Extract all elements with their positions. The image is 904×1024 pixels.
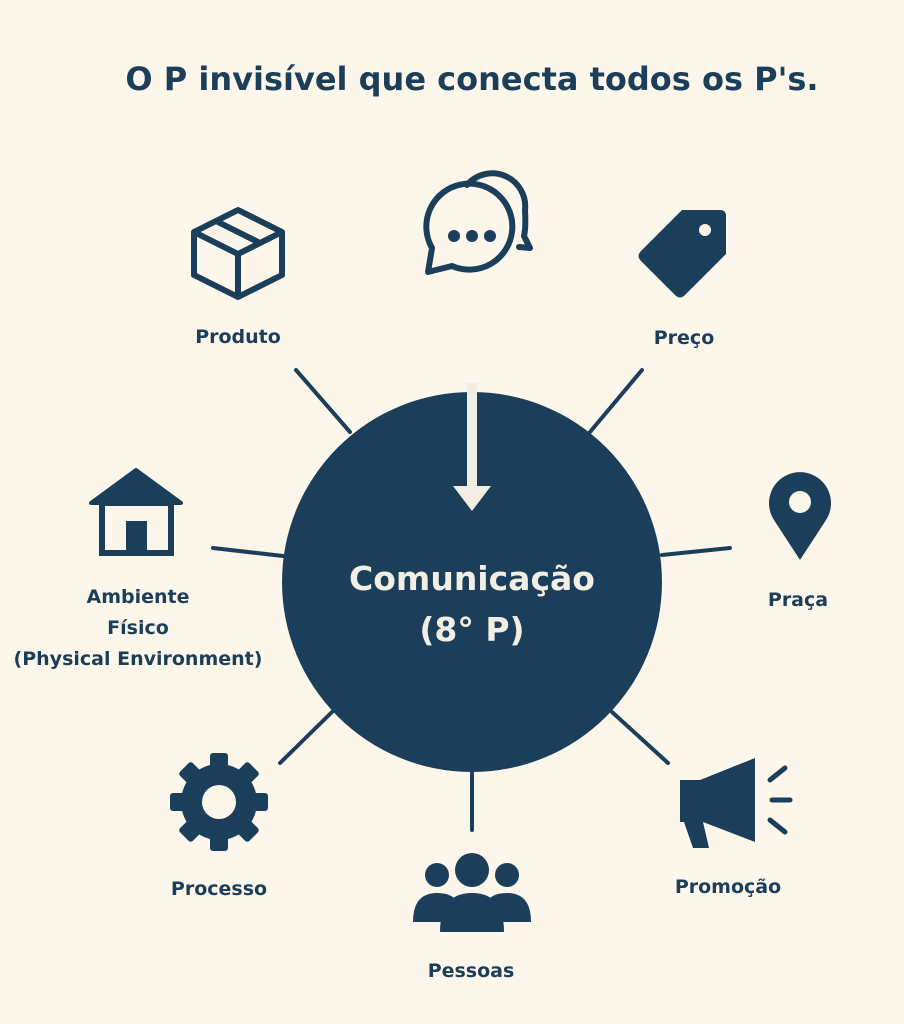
label-ambiente-2: Físico bbox=[107, 617, 169, 639]
diagram-title: O P invisível que conecta todos os P's. bbox=[125, 60, 818, 98]
connectors bbox=[211, 368, 732, 832]
label-ambiente-3: (Physical Environment) bbox=[14, 648, 263, 670]
chat-dots bbox=[448, 230, 496, 242]
people-group-icon bbox=[413, 853, 531, 932]
megaphone-icon bbox=[680, 758, 793, 848]
chat-bubbles-icon bbox=[423, 170, 533, 275]
label-pessoas: Pessoas bbox=[428, 960, 515, 982]
label-preco: Preço bbox=[654, 327, 715, 349]
connector-promocao bbox=[610, 710, 670, 765]
connector-produto bbox=[294, 368, 352, 434]
label-processo: Processo bbox=[171, 878, 267, 900]
price-tag-icon bbox=[638, 210, 726, 298]
location-pin-icon bbox=[768, 472, 831, 560]
center-title: Comunicação bbox=[349, 559, 595, 598]
connector-processo bbox=[278, 710, 334, 765]
label-ambiente-1: Ambiente bbox=[87, 586, 190, 608]
gear-icon bbox=[170, 753, 268, 851]
label-praca: Praça bbox=[768, 589, 828, 611]
house-icon bbox=[89, 468, 183, 556]
label-promocao: Promoção bbox=[675, 876, 781, 898]
connector-praca bbox=[660, 546, 732, 557]
box-icon bbox=[191, 207, 285, 300]
label-produto: Produto bbox=[195, 326, 281, 348]
down-arrow-icon bbox=[453, 383, 491, 511]
center-circle bbox=[282, 392, 662, 772]
connector-ambiente bbox=[211, 546, 285, 558]
center-subtitle: (8° P) bbox=[419, 610, 524, 649]
connector-preco bbox=[588, 368, 644, 434]
